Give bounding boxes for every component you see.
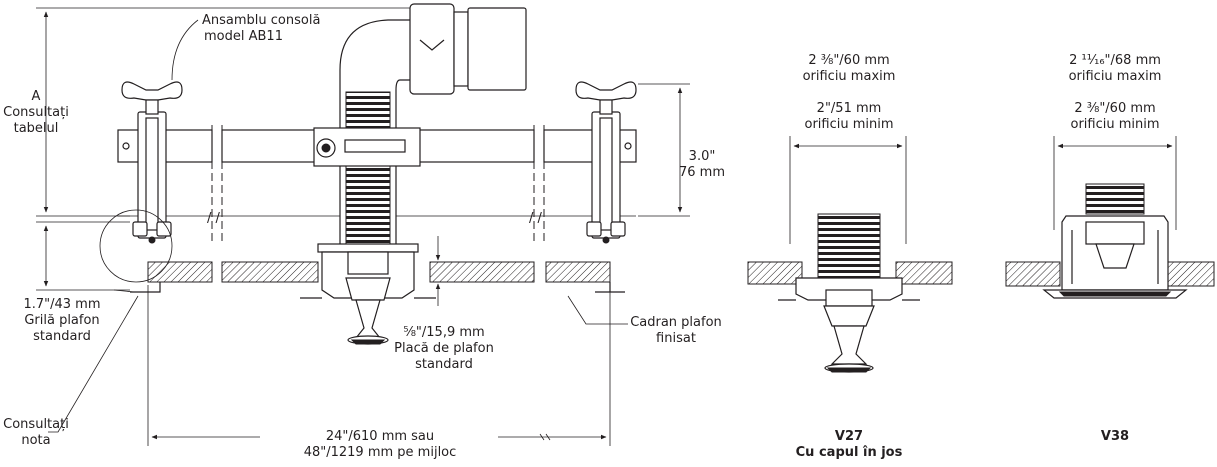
spacing-label-1: 24"/610 mm sau xyxy=(326,429,434,444)
see-note-label-2: nota xyxy=(21,433,50,448)
left-bracket-clamp xyxy=(121,81,183,244)
v27-title-1: V27 xyxy=(835,429,863,444)
leaders xyxy=(48,19,628,433)
v38-max-hole-1: 2 ¹¹⁄₁₆"/68 mm xyxy=(1069,53,1161,68)
v27-min-hole-2: orificiu minim xyxy=(804,117,893,132)
bracket-label-2: model AB11 xyxy=(204,29,283,44)
dim-3in-label-1: 3.0" xyxy=(689,149,716,164)
grid-label-2: Grilă plafon xyxy=(24,313,99,328)
tile-label-2: Placă de plafon xyxy=(394,341,494,356)
v38-min-hole-2: orificiu minim xyxy=(1070,117,1159,132)
v38-detail: 2 ¹¹⁄₁₆"/68 mm orificiu maxim 2 ⅜"/60 mm… xyxy=(1005,53,1215,444)
v38-title: V38 xyxy=(1101,429,1129,444)
dimension-grid-depth xyxy=(36,221,130,291)
bracket-label-1: Ansamblu consolă xyxy=(202,13,320,28)
dim-3in-label-2: 76 mm xyxy=(679,165,725,180)
v27-max-hole-2: orificiu maxim xyxy=(803,69,896,84)
grid-label-3: standard xyxy=(33,329,91,344)
dimension-spacing xyxy=(147,285,611,446)
v38-max-hole-2: orificiu maxim xyxy=(1069,69,1162,84)
main-labels: Ansamblu consolă model AB11 A Consultați… xyxy=(3,13,725,460)
tile-label-1: ⅝"/15,9 mm xyxy=(403,325,484,340)
dim-a-label-2: Consultați xyxy=(3,105,69,120)
threaded-drop xyxy=(345,91,391,245)
center-clamp xyxy=(313,127,421,167)
svg-text:/ /: / / xyxy=(207,211,221,226)
detail-circle xyxy=(99,209,173,283)
v27-title-2: Cu capul în jos xyxy=(796,445,903,460)
finished-ceiling-label-2: finisat xyxy=(656,331,696,346)
v27-max-hole-1: 2 ⅜"/60 mm xyxy=(808,53,889,68)
main-assembly: / / / / xyxy=(36,3,690,446)
svg-text:/ /: / / xyxy=(529,211,543,226)
sprinkler-head xyxy=(300,243,436,345)
tile-label-3: standard xyxy=(415,357,473,372)
finished-ceiling-label-1: Cadran plafon xyxy=(630,315,722,330)
v27-detail: 2 ⅜"/60 mm orificiu maxim 2"/51 mm orifi… xyxy=(747,53,953,460)
grid-label-1: 1.7"/43 mm xyxy=(23,297,100,312)
v38-min-hole-1: 2 ⅜"/60 mm xyxy=(1074,101,1155,116)
see-note-label-1: Consultați xyxy=(3,417,69,432)
dim-a-label-3: tabelul xyxy=(14,121,59,136)
dimension-a xyxy=(36,7,420,217)
spacing-label-2: 48"/1219 mm pe mijloc xyxy=(304,445,457,460)
dim-a-label-1: A xyxy=(32,89,41,104)
right-bracket-clamp xyxy=(575,81,637,244)
dimension-3in xyxy=(638,83,690,217)
ceiling-tile xyxy=(130,261,625,293)
v27-min-hole-1: 2"/51 mm xyxy=(817,101,882,116)
